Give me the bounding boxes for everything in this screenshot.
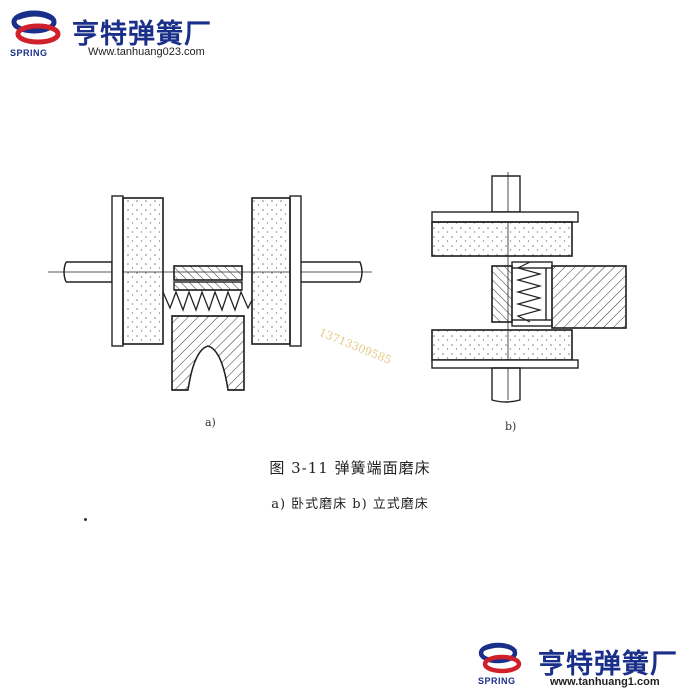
stray-dot — [84, 518, 87, 521]
panel-a-horizontal-grinder — [48, 195, 372, 391]
figure-subtitle: a) 卧式磨床 b) 立式磨床 — [271, 497, 429, 512]
footer-logo: SPRING 亨特弹簧厂 www.tanhuang1.com — [476, 640, 700, 696]
panel-b-vertical-grinder — [431, 172, 627, 403]
brand-website: Www.tanhuang023.com — [88, 46, 205, 58]
figure-title: 图 3-11 弹簧端面磨床 — [269, 459, 431, 477]
spring-logo-icon — [478, 642, 522, 674]
brand-name: 亨特弹簧厂 — [72, 19, 212, 50]
label-panel-a: a) — [205, 416, 216, 429]
brand-name: 亨特弹簧厂 — [538, 649, 678, 680]
label-panel-b: b) — [505, 420, 517, 433]
spring-logo-icon — [11, 10, 61, 45]
brand-website: www.tanhuang1.com — [550, 676, 660, 688]
spring-text: SPRING — [478, 676, 516, 686]
spring-text: SPRING — [10, 48, 48, 58]
header-logo: SPRING 亨特弹簧厂 Www.tanhuang023.com — [8, 8, 238, 60]
